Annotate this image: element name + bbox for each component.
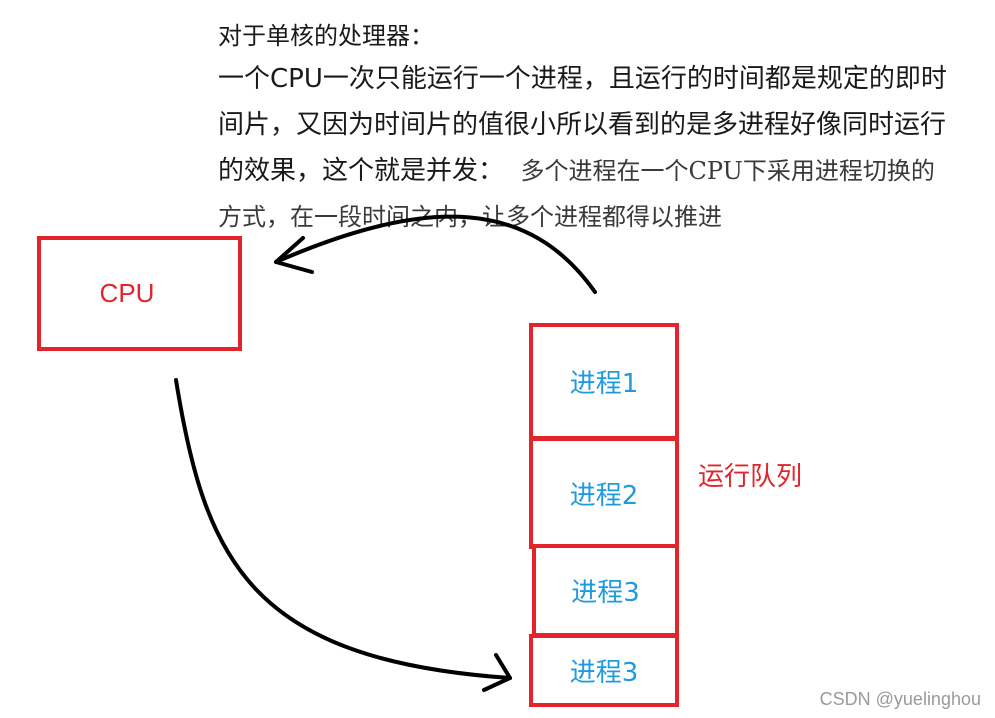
process-label-1: 进程1 [569, 369, 639, 399]
cpu-box: CPU [37, 236, 242, 351]
description-line-2: 一个CPU一次只能运行一个进程，且运行的时间都是规定的即时 [218, 64, 947, 94]
description-line-1: 对于单核的处理器： [218, 22, 434, 50]
arrowhead-queue-icon [482, 653, 512, 692]
process-box-3: 进程3 [532, 544, 679, 637]
description-line-3: 间片，又因为时间片的值很小所以看到的是多进程好像同时运行 [218, 110, 947, 140]
cpu-label: CPU [99, 278, 155, 308]
process-label-4: 进程3 [569, 658, 639, 688]
description-line-4: 的效果，这个就是并发： 多个进程在一个CPU下采用进程切换的 [218, 148, 988, 194]
process-box-1: 进程1 [529, 323, 679, 440]
run-queue-label: 运行队列 [698, 462, 803, 492]
process-box-4: 进程3 [529, 634, 679, 707]
description-line-4-bold: 的效果，这个就是并发： [218, 156, 505, 186]
watermark: CSDN @yuelinghou [819, 689, 981, 709]
process-label-3: 进程3 [571, 578, 640, 608]
description-text: 对于单核的处理器： 一个CPU一次只能运行一个进程，且运行的时间都是规定的即时 … [218, 16, 988, 240]
process-label-2: 进程2 [569, 480, 639, 511]
arrow-queue-to-cpu [274, 214, 597, 294]
description-line-4-definition: 多个进程在一个CPU下采用进程切换的 [520, 157, 935, 185]
arrowhead-cpu-icon [274, 236, 314, 274]
arrow-cpu-to-queue [174, 378, 512, 680]
